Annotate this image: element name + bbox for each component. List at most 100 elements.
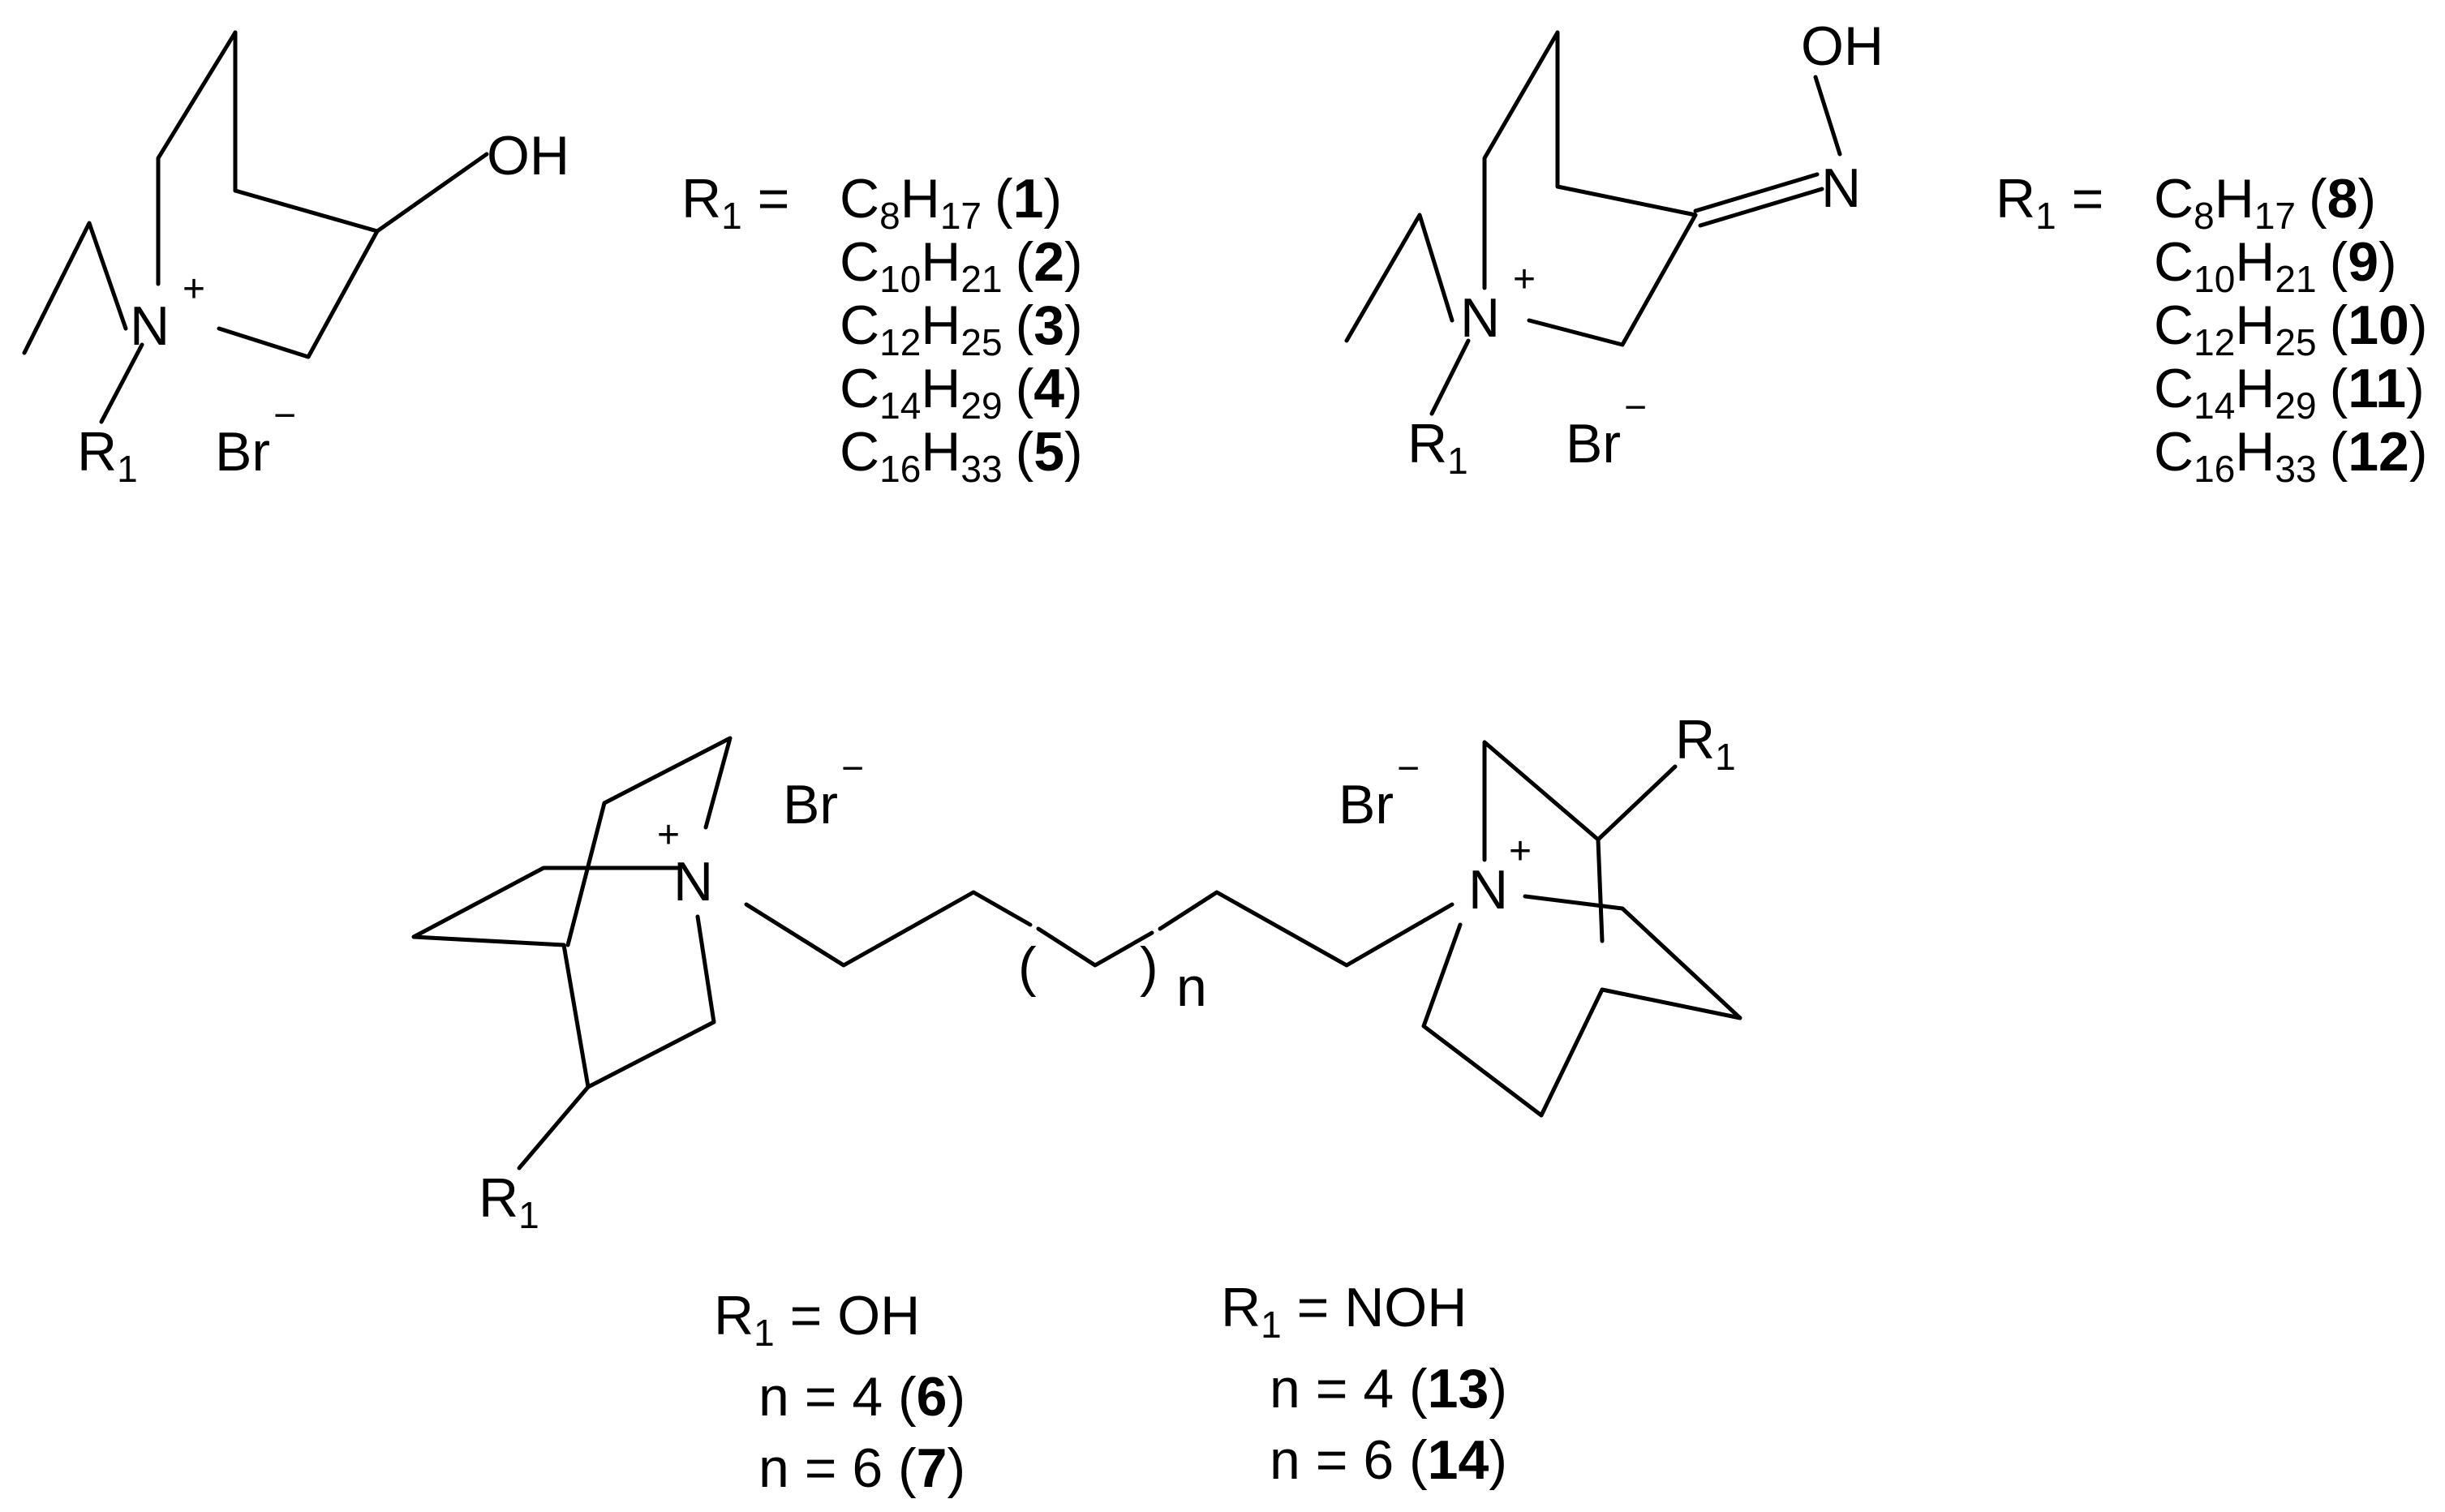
bond-chain-left: [744, 890, 1033, 968]
series-list-1-5: R1 = C8H17(1)C10H21(2)C12H25(3)C14H29(4)…: [681, 168, 1083, 490]
compound-number: 13: [1428, 1358, 1489, 1420]
series-list-8-12: R1 = C8H17(8)C10H21(9)C12H25(10)C14H29(1…: [1996, 168, 2428, 490]
atom-oh: OH: [1801, 15, 1884, 77]
paren-close: ): [1489, 1358, 1507, 1420]
legend-entry: n = 6 (7): [758, 1437, 965, 1499]
bond-bridge-left: [1482, 30, 1560, 290]
bond-ring-top: [1555, 184, 1698, 217]
paren-open: (: [2330, 421, 2348, 483]
compound-number: 12: [2348, 421, 2409, 483]
atom-n-right: N: [1468, 859, 1508, 921]
hydrogen-count: 25: [2275, 321, 2316, 363]
r-label: R: [479, 1167, 518, 1229]
entry-text: n = 4 (: [758, 1366, 917, 1428]
series-entry: C12H25(10): [2154, 294, 2428, 363]
bond-chain-repeat: [1036, 926, 1154, 968]
atom-n-ring: N: [1460, 287, 1500, 349]
br-minus: −: [273, 394, 296, 437]
bond-chain-right: [1158, 890, 1455, 968]
bond-left-cage-top: [565, 736, 733, 947]
paren-close: ): [947, 1437, 966, 1499]
atom-oh: OH: [487, 125, 569, 187]
paren-open: (: [2330, 358, 2348, 419]
header-value: = NOH: [1282, 1277, 1467, 1338]
paren-close: ): [1064, 294, 1083, 356]
compound-number: 2: [1033, 231, 1064, 293]
compound-number: 1: [1013, 168, 1044, 230]
series-entry: C12H25(3): [840, 294, 1083, 363]
series-entry: C16H33(5): [840, 421, 1083, 490]
atom-n: N: [130, 295, 170, 357]
r-subscript: 1: [1447, 440, 1468, 482]
paren-close: ): [947, 1366, 966, 1428]
carbon-count: 10: [879, 258, 921, 300]
paren-close: ): [2378, 231, 2397, 293]
paren-close: ): [2409, 294, 2428, 356]
series-entry: C10H21(2): [840, 231, 1083, 300]
hydrogen: H: [921, 358, 960, 419]
paren-open: (: [1016, 358, 1034, 419]
compound-number: 3: [1033, 294, 1064, 356]
bonds-oxime: [1344, 30, 1842, 416]
carbon: C: [840, 168, 879, 230]
paren-close: ): [2406, 358, 2425, 419]
series-header: R1 =: [1996, 168, 2103, 237]
bonds-quinuclidinol: [22, 30, 489, 424]
bond-left-r1: [517, 1085, 591, 1171]
br-minus: −: [1397, 747, 1420, 790]
legend-header: R1 = NOH: [1221, 1277, 1467, 1346]
series-entry: C8H17(1): [840, 168, 1062, 237]
paren-open: (: [1016, 231, 1034, 293]
bond-right-cage-bottom: [1421, 922, 1605, 1118]
bond-ring-left: [22, 221, 128, 355]
bond-c-n-double-1: [1693, 172, 1820, 213]
charge-plus: +: [183, 268, 205, 311]
br-label: Br: [783, 774, 838, 835]
carbon-count: 10: [2194, 258, 2235, 300]
paren-close: ): [2357, 168, 2376, 230]
carbon-count: 12: [2194, 321, 2235, 363]
carbon: C: [840, 358, 879, 419]
carbon: C: [2154, 358, 2194, 419]
paren-close: ): [1489, 1429, 1507, 1491]
entry-text: n = 6 (: [1270, 1429, 1428, 1491]
bond-right-r1: [1596, 764, 1678, 842]
bond-right-cage-back: [1523, 894, 1742, 1020]
br-label: Br: [215, 421, 270, 483]
group-r1-top: R1: [1675, 709, 1736, 778]
compound-number: 5: [1033, 421, 1064, 483]
r-label: R: [77, 421, 117, 483]
hydrogen-count: 33: [2275, 448, 2316, 490]
group-r1: R1: [77, 421, 138, 490]
paren-close: ): [1043, 168, 1062, 230]
series-entry: C16H33(12): [2154, 421, 2428, 490]
header-r-sub: 1: [721, 195, 742, 237]
br-minus: −: [841, 747, 864, 790]
counterion-br: Br−: [215, 394, 296, 483]
header-r-sub: 1: [754, 1312, 775, 1354]
hydrogen: H: [921, 294, 960, 356]
legend-entry: n = 4 (13): [1270, 1358, 1507, 1420]
paren-open: (: [995, 168, 1013, 230]
hydrogen: H: [2215, 168, 2254, 230]
paren-close: ): [1140, 936, 1158, 998]
atom-n-left: N: [673, 851, 713, 913]
carbon: C: [840, 421, 879, 483]
header-r: R: [714, 1285, 754, 1347]
bond-ring-right: [1527, 213, 1698, 347]
r-subscript: 1: [1715, 736, 1736, 778]
carbon: C: [2154, 168, 2194, 230]
legend-oh-series: R1 = OH n = 4 (6)n = 6 (7): [714, 1285, 965, 1499]
compound-number: 11: [2348, 358, 2406, 419]
carbon: C: [2154, 294, 2194, 356]
paren-open: (: [1016, 421, 1034, 483]
bonds-left-cage: [411, 736, 733, 1171]
r-label: R: [1675, 709, 1715, 771]
counterion-br-right: Br−: [1339, 747, 1420, 835]
hydrogen-count: 25: [960, 321, 1002, 363]
entry-text: n = 4 (: [1270, 1358, 1428, 1420]
bond-c-n-double-2: [1698, 187, 1824, 228]
compound-number: 9: [2348, 231, 2378, 293]
r-subscript: 1: [117, 448, 138, 490]
